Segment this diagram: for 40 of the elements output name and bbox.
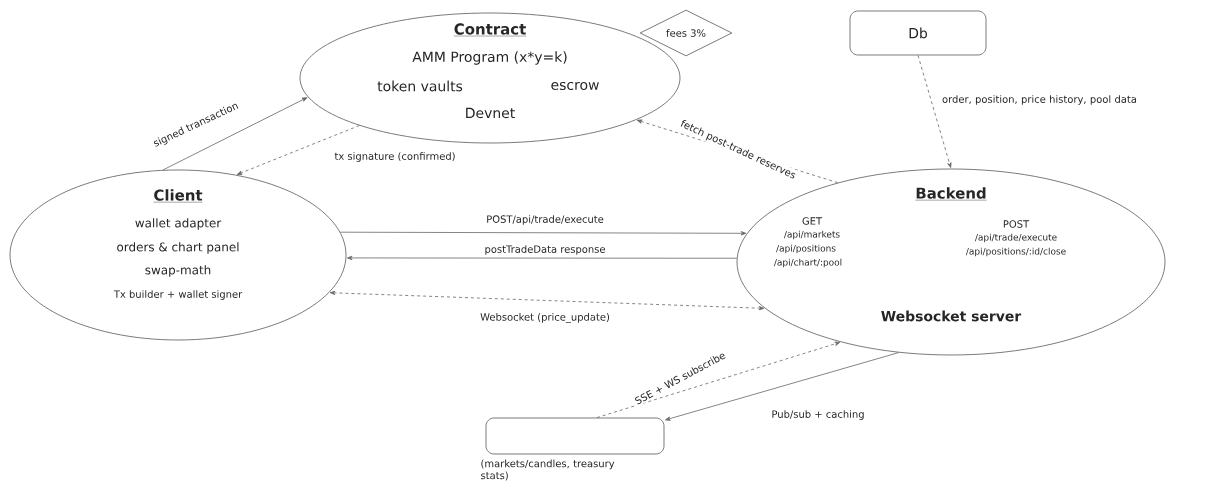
- node-heading: Backend: [915, 187, 987, 201]
- node-heading: Contract: [453, 23, 527, 37]
- arrow: [162, 97, 308, 171]
- component-box: [485, 417, 665, 455]
- node-text: Tx builder + wallet signer: [113, 290, 243, 300]
- node-text: swap-math: [145, 265, 211, 277]
- node-caption: (markets/candles, treasury stats): [481, 459, 615, 481]
- node-text: /api/markets: [783, 230, 840, 240]
- node-text: /api/chart/:pool: [773, 258, 842, 268]
- node-heading: Client: [153, 189, 203, 203]
- arrow: [329, 290, 765, 311]
- arrow: [347, 255, 738, 261]
- arrow: [339, 231, 747, 236]
- node-text: wallet adapter: [135, 218, 222, 230]
- edge-label: tx signature (confirmed): [332, 150, 458, 164]
- node-text: /api/positions/:id/close: [965, 247, 1066, 257]
- edge-label: Pub/sub + caching: [769, 408, 867, 422]
- node-text: AMM Program (x*y=k): [412, 51, 567, 65]
- node-text: /api/trade/execute: [974, 233, 1057, 243]
- node-text: GET: [802, 217, 823, 225]
- edge-label: order, position, price history, pool data: [940, 93, 1140, 107]
- arrow: [665, 352, 900, 421]
- arrow: [596, 341, 841, 418]
- node-text: escrow: [551, 82, 599, 90]
- edge-label: POST/api/trade/execute: [484, 213, 606, 227]
- node-text: Db: [909, 27, 928, 39]
- edge-label: postTradeData response: [483, 243, 607, 257]
- node-text: /api/positions: [776, 244, 836, 254]
- node-text: token vaults: [377, 80, 463, 92]
- node-text: POST: [1003, 220, 1030, 228]
- arrow: [917, 55, 952, 168]
- component-box: [849, 10, 987, 56]
- node-text: fees 3%: [666, 29, 706, 37]
- node-text: orders & chart panel: [117, 242, 239, 254]
- component-ellipse: [9, 169, 347, 341]
- node-text: Websocket server: [881, 310, 1022, 322]
- node-text: Devnet: [466, 107, 515, 119]
- edge-label: Websocket (price_update): [478, 311, 612, 325]
- fee-diamond: [639, 9, 733, 57]
- arrow: [236, 125, 360, 175]
